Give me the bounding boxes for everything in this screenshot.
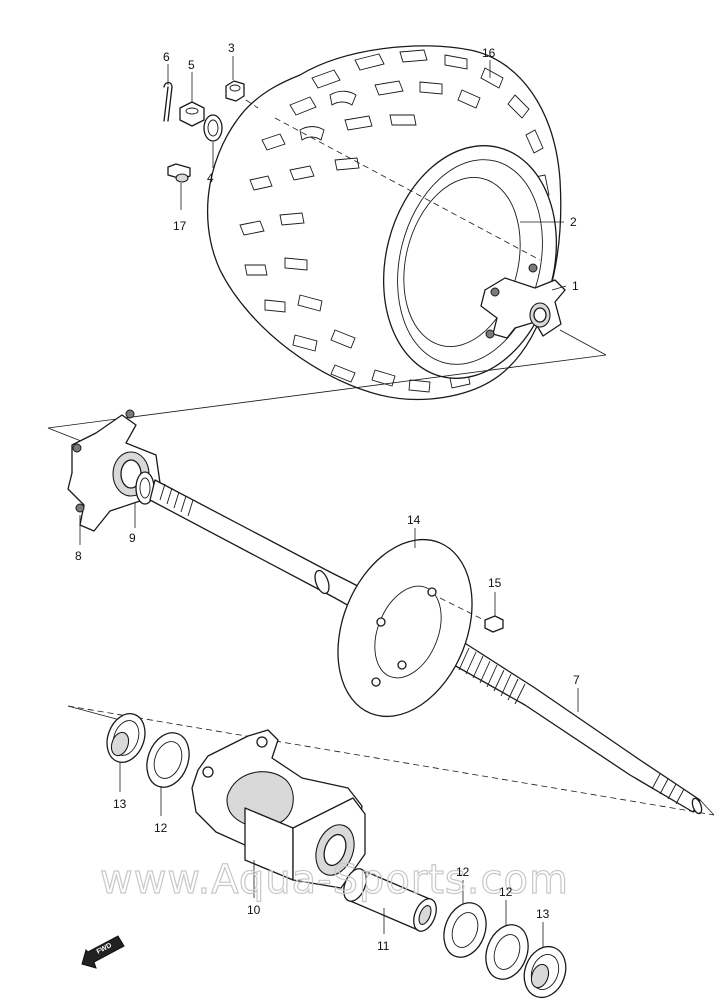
- cotter-pin: [163, 81, 173, 122]
- disc-bolt: [439, 597, 504, 633]
- stud-bolt: [167, 163, 191, 183]
- part-number-12-inner-b: 12: [499, 885, 513, 899]
- part-number-3: 3: [228, 41, 235, 55]
- part-number-10: 10: [247, 903, 261, 917]
- part-number-4: 4: [207, 171, 214, 185]
- bearing-inner-b: [485, 924, 529, 980]
- cap-nut: [225, 80, 245, 102]
- part-number-11: 11: [377, 939, 390, 953]
- part-number-9: 9: [129, 531, 136, 545]
- part-number-12-inner-a: 12: [456, 865, 470, 879]
- leader-lines-upper: [167, 56, 567, 291]
- washer: [203, 114, 223, 142]
- part-number-17: 17: [173, 219, 187, 233]
- part-number-12-outer: 12: [154, 821, 168, 835]
- wheel-hub: [480, 263, 566, 339]
- part-number-5: 5: [188, 58, 195, 72]
- part-number-14: 14: [407, 513, 421, 527]
- leader-lines-lower: [119, 762, 544, 948]
- bearing-case: [191, 729, 366, 889]
- part-number-13-inner: 13: [536, 907, 550, 921]
- nut: [179, 101, 205, 127]
- part-number-8: 8: [75, 549, 82, 563]
- leader-lines-axle: [79, 503, 579, 712]
- part-number-15: 15: [488, 576, 502, 590]
- axle-hub-flange: [67, 409, 161, 532]
- part-number-labels: 6 5 3 16 4 17 2 1 8 9 14 15 7 13 12 10 1…: [75, 41, 580, 953]
- bearing-inner-a: [443, 902, 487, 958]
- fwd-direction-arrow-icon: FWD: [81, 935, 125, 969]
- tire: [206, 45, 562, 401]
- part-number-1: 1: [572, 279, 579, 293]
- bearing-outer: [146, 732, 190, 788]
- part-number-13-outer: 13: [113, 797, 127, 811]
- oil-seal-outer: [106, 713, 146, 763]
- part-number-7: 7: [573, 673, 580, 687]
- part-number-2: 2: [570, 215, 577, 229]
- spacer-sleeve: [343, 868, 437, 932]
- watermark-text: www.Aqua-Sports.com: [100, 857, 569, 903]
- assembly-guide-lower: [67, 705, 715, 816]
- part-number-16: 16: [482, 46, 496, 60]
- part-number-6: 6: [163, 50, 170, 64]
- brake-disc: [337, 538, 473, 718]
- oil-seal-inner: [523, 945, 567, 999]
